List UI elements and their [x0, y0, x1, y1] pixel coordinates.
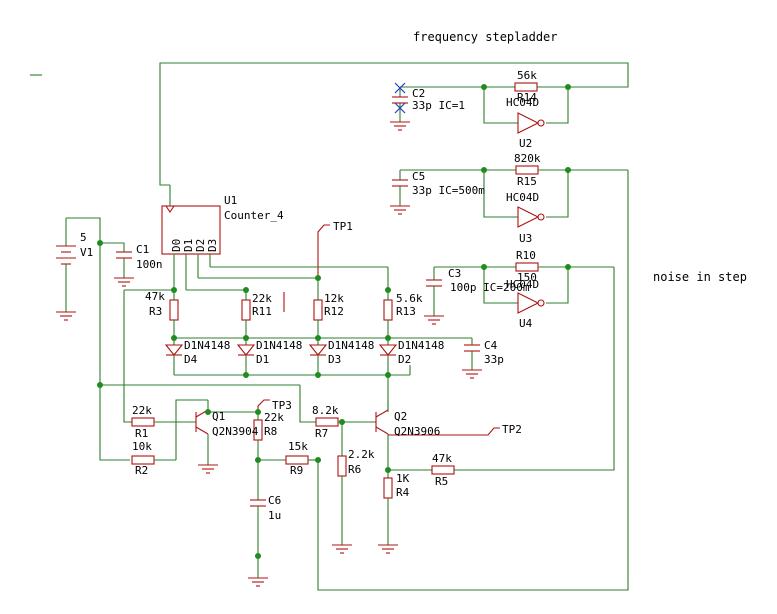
label-r5-value: 47k	[432, 452, 452, 465]
label-r4-value: 1K	[396, 472, 410, 485]
label-r5: R5	[435, 475, 448, 488]
label-r1-value: 22k	[132, 404, 152, 417]
label-d2-type: D1N4148	[398, 339, 444, 352]
label-r12-value: 12k	[324, 292, 344, 305]
label-tp3: TP3	[272, 399, 292, 412]
label-r13: R13	[396, 305, 416, 318]
supply-v1	[56, 217, 134, 461]
oscillator-u2	[159, 62, 629, 186]
label-c1: C1	[136, 243, 149, 256]
label-c3: C3	[448, 267, 461, 280]
label-r1: R1	[135, 427, 148, 440]
label-q1-type: Q2N3904	[212, 425, 259, 438]
label-r9-value: 15k	[288, 440, 308, 453]
diagram-title: frequency stepladder	[413, 30, 558, 44]
label-r8-value: 22k	[264, 411, 284, 424]
counter-u1	[161, 185, 221, 290]
label-q2-type: Q2N3906	[394, 425, 440, 438]
label-u3-type: HC04D	[506, 191, 539, 204]
label-r10: R10	[516, 249, 536, 262]
label-c5: C5	[412, 170, 425, 183]
ic-marker-icon	[394, 82, 406, 114]
label-r3-value: 47k	[145, 290, 165, 303]
label-r2: R2	[135, 464, 148, 477]
label-u2-type: HC04D	[506, 96, 539, 109]
label-u1: U1	[224, 194, 237, 207]
label-r15-value: 820k	[514, 152, 541, 165]
inverter-u4	[517, 292, 540, 314]
resistor-r15	[515, 165, 539, 175]
label-c2-value: 33p IC=1	[412, 99, 465, 112]
label-u4: U4	[519, 317, 533, 330]
transistor-stage-q1	[97, 382, 318, 587]
label-r12: R12	[324, 305, 344, 318]
label-d1-type: D1N4148	[256, 339, 302, 352]
label-r15: R15	[517, 175, 537, 188]
label-c2: C2	[412, 87, 425, 100]
label-c6: C6	[268, 494, 281, 507]
label-d1: D1	[256, 353, 269, 366]
transistor-stage-q2	[315, 400, 500, 554]
label-r14: R14	[517, 91, 537, 104]
label-d3-type: D1N4148	[328, 339, 374, 352]
label-q1: Q1	[212, 410, 225, 423]
label-r4: R4	[396, 486, 410, 499]
inverter-u3	[517, 206, 540, 228]
inverter-u2	[517, 112, 540, 134]
resistor-ladder	[123, 266, 482, 423]
label-r6-value: 2.2k	[348, 448, 375, 461]
label-pin-d0: D0	[170, 239, 183, 252]
label-r6: R6	[348, 463, 361, 476]
oscillator-u4	[424, 262, 615, 471]
label-d3: D3	[328, 353, 341, 366]
resistor-r14	[514, 82, 538, 92]
label-v1: V1	[80, 246, 93, 259]
label-r14-value: 56k	[517, 69, 537, 82]
label-r10-value: 150	[517, 271, 537, 284]
label-c1-value: 100n	[136, 258, 163, 271]
label-pin-d3: D3	[206, 239, 219, 252]
label-u4-type: HC04D	[506, 278, 539, 291]
label-c6-value: 1u	[268, 509, 281, 522]
label-r7-value: 8.2k	[312, 404, 339, 417]
label-r2-value: 10k	[132, 440, 152, 453]
label-d4: D4	[184, 353, 198, 366]
label-v1-value: 5	[80, 231, 87, 244]
label-r11: R11	[252, 305, 272, 318]
label-q2: Q2	[394, 410, 407, 423]
label-tp2: TP2	[502, 423, 522, 436]
label-r7: R7	[315, 427, 328, 440]
label-c3-value: 100p IC=200m	[450, 281, 530, 294]
test-point-tp1	[317, 224, 330, 278]
label-u3: U3	[519, 232, 532, 245]
label-pin-d2: D2	[194, 239, 207, 252]
label-r11-value: 22k	[252, 292, 272, 305]
label-d2: D2	[398, 353, 411, 366]
label-r3: R3	[149, 305, 162, 318]
label-pin-d1: D1	[182, 239, 195, 252]
label-r9: R9	[290, 464, 303, 477]
label-u1-type: Counter_4	[224, 209, 284, 222]
label-c5-value: 33p IC=500m	[412, 184, 485, 197]
label-c4: C4	[484, 339, 498, 352]
diagram-note: noise in step	[653, 270, 747, 284]
label-c4-value: 33p	[484, 353, 504, 366]
label-r8: R8	[264, 425, 277, 438]
label-r13-value: 5.6k	[396, 292, 423, 305]
resistor-r10	[515, 262, 539, 272]
label-u2: U2	[519, 137, 532, 150]
label-d4-type: D1N4148	[184, 339, 230, 352]
oscillator-u3	[317, 165, 629, 591]
label-tp1: TP1	[333, 220, 353, 233]
